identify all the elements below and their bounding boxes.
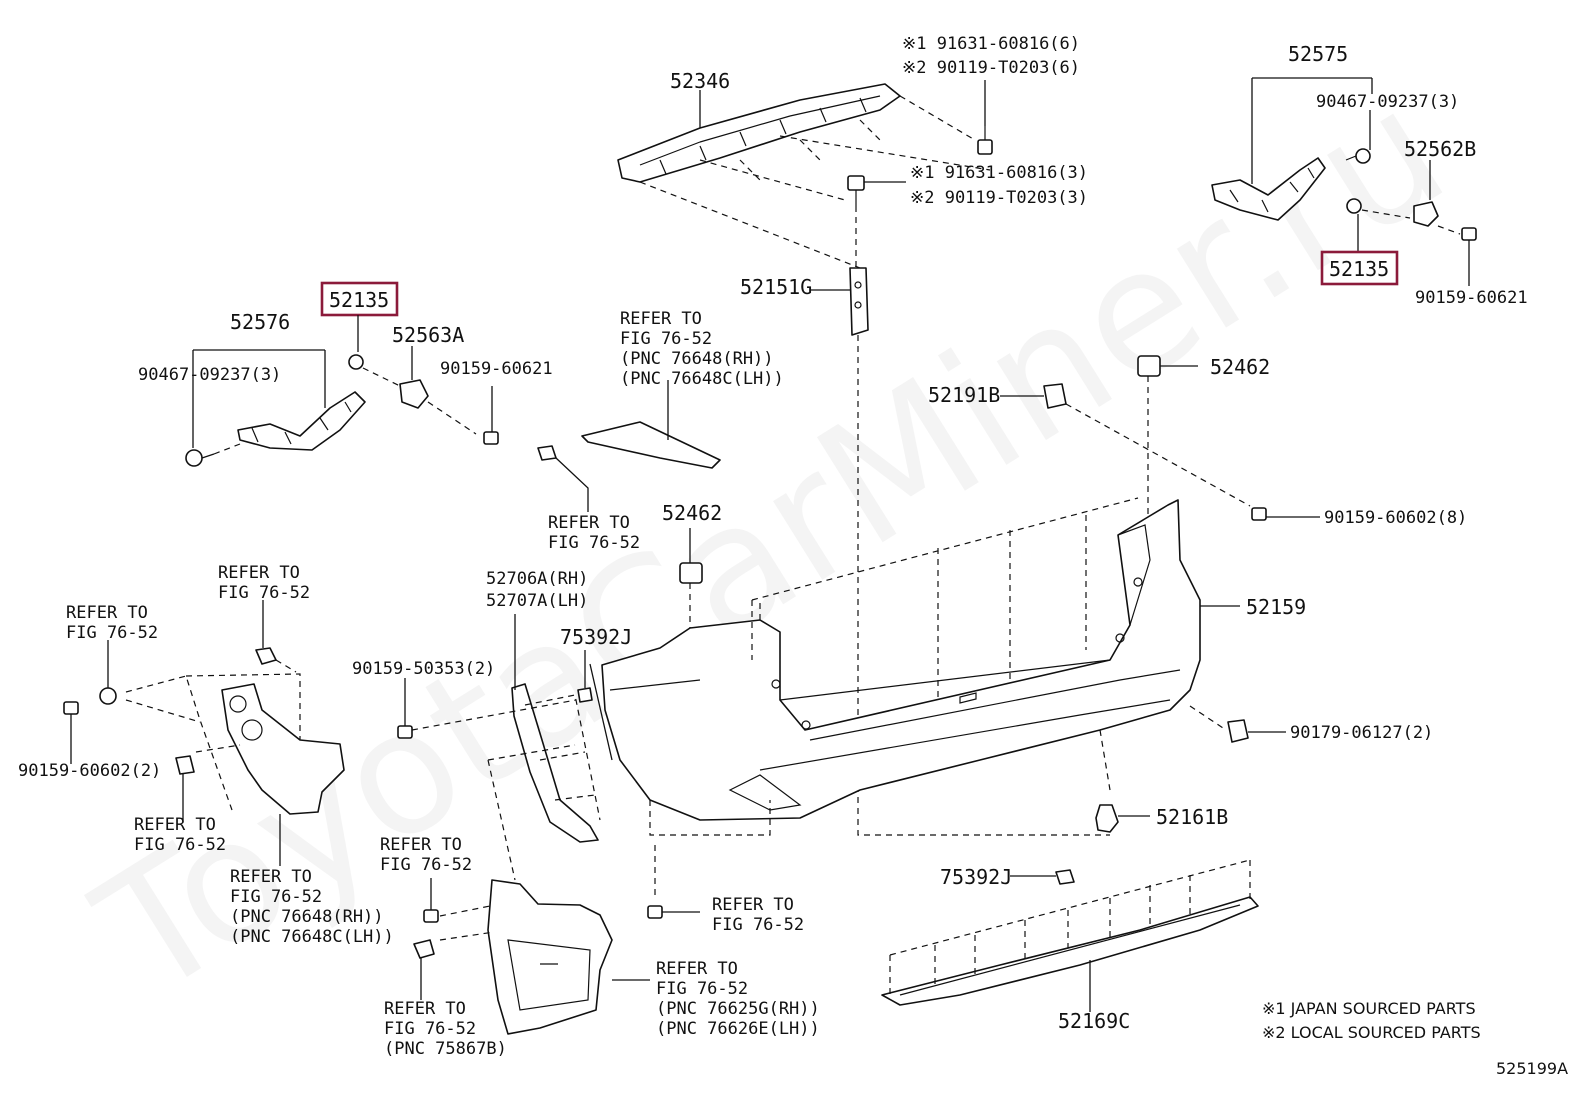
part-75392j-clip[interactable] — [1055, 869, 1075, 885]
label-ref-l4-3: (PNC 76648(RH)) — [230, 907, 384, 927]
label-ref-l4-2: FIG 76-52 — [230, 887, 322, 907]
highlight-52135-rh — [1320, 250, 1399, 286]
label-ref-mid-2: FIG 76-52 — [548, 533, 640, 553]
part-52562b-bracket[interactable] — [1413, 201, 1439, 227]
part-52462-cushion[interactable] — [679, 562, 703, 584]
label-ref-l3-1: REFER TO — [134, 815, 216, 835]
label-ref-c4-3: (PNC 75867B) — [384, 1039, 507, 1059]
label-ref-c2-2: FIG 76-52 — [712, 915, 804, 935]
part-52191b-clip[interactable] — [1043, 383, 1067, 409]
label-75392j-upper: 75392J — [560, 625, 632, 649]
clip-icon[interactable] — [99, 687, 117, 705]
label-ref-l3-2: FIG 76-52 — [134, 835, 226, 855]
label-52707a: 52707A(LH) — [486, 591, 588, 611]
label-ref-c3-1: REFER TO — [656, 959, 738, 979]
label-52563a: 52563A — [392, 323, 464, 347]
clip-icon[interactable] — [1345, 148, 1371, 164]
label-90179-06127: 90179-06127(2) — [1290, 723, 1433, 743]
part-90179-06127-nut[interactable] — [1227, 719, 1249, 743]
nut-52135-icon[interactable] — [348, 354, 364, 370]
label-ref-top-3: (PNC 76648(RH)) — [620, 349, 774, 369]
label-90159-60621-lh: 90159-60621 — [440, 359, 553, 379]
note-local-sourced: ※2 LOCAL SOURCED PARTS — [1262, 1023, 1481, 1042]
label-ref-c3-2: FIG 76-52 — [656, 979, 748, 999]
label-ref-c3-4: (PNC 76626E(LH)) — [656, 1019, 820, 1039]
label-52576: 52576 — [230, 310, 290, 334]
label-90159-60621-rh: 90159-60621 — [1415, 288, 1528, 308]
label-52575: 52575 — [1288, 42, 1348, 66]
part-52169c-lower-garnish[interactable] — [881, 896, 1259, 1006]
label-52135-rh: 52135 — [1329, 257, 1389, 281]
label-75392j-lower: 75392J — [940, 865, 1012, 889]
refer-bracket-upper[interactable] — [581, 421, 721, 469]
label-90467-rh: 90467-09237(3) — [1316, 92, 1459, 112]
part-52346-upper-retainer[interactable] — [617, 83, 901, 183]
label-ref-c1-2: FIG 76-52 — [380, 855, 472, 875]
label-52346: 52346 — [670, 69, 730, 93]
bolt-icon[interactable] — [847, 175, 865, 206]
bolt-icon[interactable] — [647, 905, 663, 919]
label-ref-mid-1: REFER TO — [548, 513, 630, 533]
part-52575-side-retainer-rh[interactable] — [1211, 157, 1326, 221]
clip-icon[interactable] — [255, 647, 277, 665]
part-52161b-clip[interactable] — [1095, 804, 1119, 833]
label-52462-mid: 52462 — [662, 501, 722, 525]
label-90159-50353: 90159-50353(2) — [352, 659, 495, 679]
bolt-icon[interactable] — [63, 701, 79, 715]
label-90159-60602-2: 90159-60602(2) — [18, 761, 161, 781]
label-ref-top-2: FIG 76-52 — [620, 329, 712, 349]
part-52576-side-retainer-lh[interactable] — [237, 391, 366, 451]
label-90467-lh: 90467-09237(3) — [138, 365, 281, 385]
label-ref-top-1: REFER TO — [620, 309, 702, 329]
label-ref-l2-1: REFER TO — [66, 603, 148, 623]
label-bolt-mid-1: ※1 91631-60816(3) — [910, 163, 1088, 183]
label-ref-c2-1: REFER TO — [712, 895, 794, 915]
highlight-52135-lh — [320, 281, 399, 317]
part-52462-cushion[interactable] — [1137, 355, 1161, 377]
part-75392j-clip[interactable] — [577, 687, 593, 703]
label-90159-60602-8: 90159-60602(8) — [1324, 508, 1467, 528]
clip-icon[interactable] — [175, 755, 195, 775]
part-mud-flap[interactable] — [487, 879, 613, 1035]
label-ref-l2-2: FIG 76-52 — [66, 623, 158, 643]
label-ref-l1-1: REFER TO — [218, 563, 300, 583]
label-ref-c4-2: FIG 76-52 — [384, 1019, 476, 1039]
part-52159-rear-bumper-cover[interactable] — [601, 499, 1201, 821]
label-52135-lh: 52135 — [329, 288, 389, 312]
label-ref-top-4: (PNC 76648C(LH)) — [620, 369, 784, 389]
part-splash-shield-lh[interactable] — [221, 683, 345, 815]
bolt-icon[interactable] — [483, 431, 499, 445]
label-52169c: 52169C — [1058, 1009, 1130, 1033]
nut-52135-icon[interactable] — [1346, 198, 1362, 214]
label-ref-l4-1: REFER TO — [230, 867, 312, 887]
label-ref-c4-1: REFER TO — [384, 999, 466, 1019]
label-bolt-top-2: ※2 90119-T0203(6) — [902, 58, 1080, 78]
figure-id: 525199A — [1496, 1059, 1568, 1078]
clip-icon[interactable] — [537, 445, 557, 461]
bolt-icon[interactable] — [423, 909, 439, 923]
clip-icon[interactable] — [413, 939, 435, 959]
part-52151g-bracket[interactable] — [849, 267, 869, 336]
part-52563a-bracket[interactable] — [399, 379, 429, 409]
label-ref-c3-3: (PNC 76625G(RH)) — [656, 999, 820, 1019]
label-52151g: 52151G — [740, 275, 812, 299]
bolt-icon[interactable] — [397, 725, 413, 739]
bolt-icon[interactable] — [1251, 507, 1267, 521]
label-52191b: 52191B — [928, 383, 1000, 407]
label-52706a: 52706A(RH) — [486, 569, 588, 589]
label-52159: 52159 — [1246, 595, 1306, 619]
label-bolt-top-1: ※1 91631-60816(6) — [902, 34, 1080, 54]
note-japan-sourced: ※1 JAPAN SOURCED PARTS — [1262, 999, 1476, 1018]
label-52161b: 52161B — [1156, 805, 1228, 829]
bolt-icon[interactable] — [1461, 227, 1477, 241]
label-bolt-mid-2: ※2 90119-T0203(3) — [910, 188, 1088, 208]
label-52562b: 52562B — [1404, 137, 1476, 161]
bolt-icon[interactable] — [977, 126, 993, 155]
label-ref-c1-1: REFER TO — [380, 835, 462, 855]
label-52462-top: 52462 — [1210, 355, 1270, 379]
label-ref-l4-4: (PNC 76648C(LH)) — [230, 927, 394, 947]
clip-icon[interactable] — [185, 449, 215, 467]
label-ref-l1-2: FIG 76-52 — [218, 583, 310, 603]
